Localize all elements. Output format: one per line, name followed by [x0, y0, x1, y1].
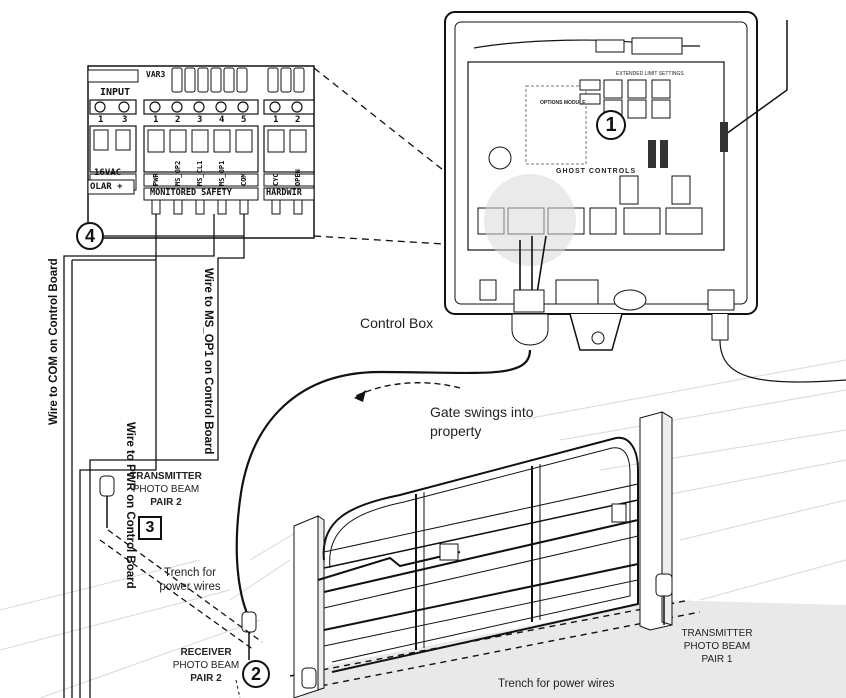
photo-beam-rx1	[301, 667, 317, 689]
wire-label-ms-op1: Wire to MS_OP1 on Control Board	[202, 268, 214, 455]
pin-3: 3	[122, 115, 128, 125]
callout-1: 1	[596, 110, 626, 140]
trench-bottom-line-2	[289, 599, 691, 677]
rx2-title: RECEIVER	[180, 647, 232, 658]
wire-runs	[63, 214, 245, 698]
voltage-label: 16VAC	[94, 168, 122, 178]
callout-3: 3	[138, 516, 162, 540]
terminal-top-tag: VAR3	[146, 70, 166, 79]
tx1-sub: PHOTO BEAM	[683, 641, 751, 652]
gate	[293, 411, 673, 698]
ms-pin-4: 4	[219, 115, 225, 125]
ms-pin-3: 3	[197, 115, 203, 125]
tx2-sub: PHOTO BEAM	[132, 484, 200, 495]
tx2-label: TRANSMITTER PHOTO BEAM PAIR 2	[126, 470, 206, 509]
gate-swing-label: Gate swings into property	[430, 404, 534, 439]
options-module-label: OPTIONS MODULE	[540, 100, 586, 106]
rx2-pair: PAIR 2	[190, 673, 222, 684]
swing-arc	[355, 382, 461, 397]
hardwire-label: HARDWIR	[266, 188, 302, 198]
tx2-title: TRANSMITTER	[130, 471, 202, 482]
pin-pwr: PWR	[152, 173, 160, 186]
control-box	[444, 11, 846, 383]
trench-left-label: Trench for power wires	[159, 567, 221, 593]
hw-pin-1: 1	[273, 115, 279, 125]
polar-label: OLAR +	[90, 182, 123, 192]
trench-left-line	[107, 529, 263, 643]
input-label: INPUT	[100, 87, 131, 98]
pin-com: COM	[240, 173, 248, 186]
extended-limit-label: EXTENDED LIMIT SETTINGS	[616, 71, 684, 77]
tx1-pair: PAIR 1	[701, 654, 733, 665]
trench-bottom-line	[299, 611, 701, 691]
monitored-safety-label: MONITORED SAFETY	[150, 188, 232, 198]
pin-cyc: CYC	[272, 173, 280, 186]
pin-ms-op2: MS_OP2	[174, 160, 182, 186]
wire-label-com: Wire to COM on Control Board	[48, 258, 60, 425]
pin-open: OPEN	[294, 169, 302, 186]
pin-ms-op1: MS_OP1	[218, 160, 226, 186]
callout-4: 4	[76, 222, 104, 250]
control-box-label: Control Box	[360, 315, 434, 331]
power-cable	[235, 349, 532, 621]
ground-shade	[300, 600, 846, 698]
ms-pin-5: 5	[241, 115, 247, 125]
pin-ms-cl1: MS_CL1	[196, 160, 204, 186]
trench-bottom-label: Trench for power wires	[498, 678, 615, 690]
photo-beam-tx2	[99, 475, 115, 528]
tx2-pair: PAIR 2	[150, 497, 182, 508]
rx2-label: RECEIVER PHOTO BEAM PAIR 2	[166, 646, 246, 685]
tx1-label: TRANSMITTER PHOTO BEAM PAIR 1	[672, 627, 762, 666]
ms-pin-2: 2	[175, 115, 181, 125]
swing-arrowhead	[354, 390, 366, 402]
board-brand-label: GHOST CONTROLS	[556, 168, 637, 175]
terminal-block-zoom	[87, 65, 315, 239]
tx1-title: TRANSMITTER	[681, 628, 753, 639]
pin-1: 1	[98, 115, 104, 125]
ms-pin-1: 1	[153, 115, 159, 125]
trench-left-line-2	[99, 539, 255, 651]
hw-pin-2: 2	[295, 115, 301, 125]
rx2-sub: PHOTO BEAM	[172, 660, 240, 671]
photo-beam-tx1	[655, 573, 673, 625]
callout-2: 2	[242, 660, 270, 688]
